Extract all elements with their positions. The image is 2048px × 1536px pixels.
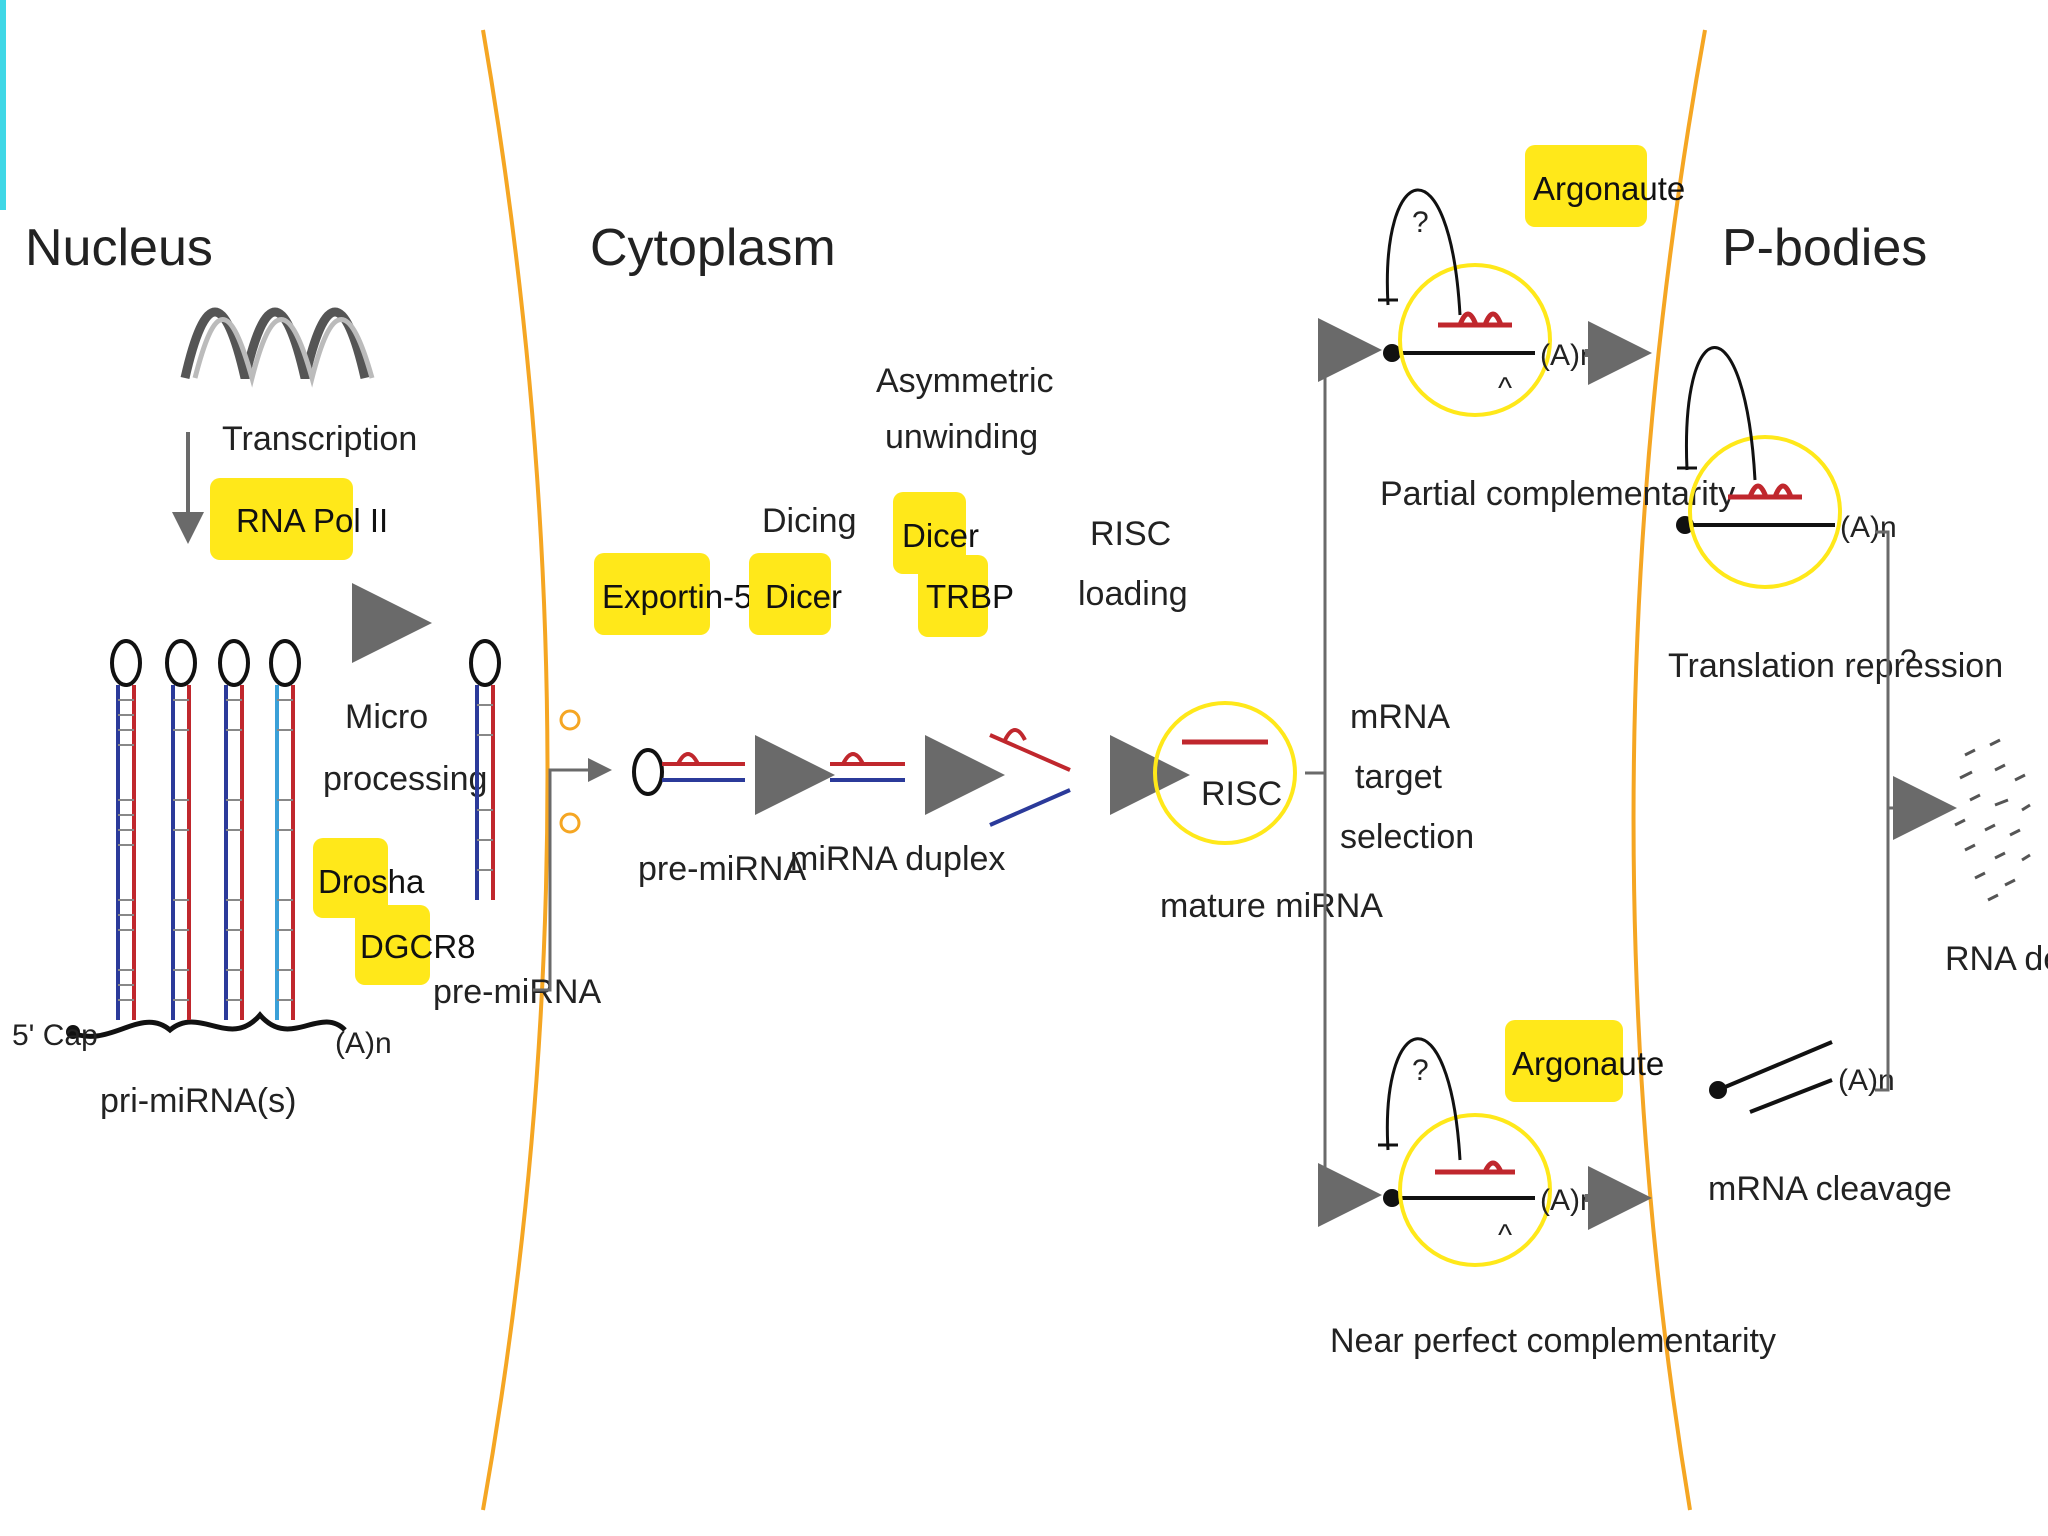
nuclear-membrane	[481, 29, 550, 1511]
near-perfect-question-mark: ?	[1412, 1054, 1429, 1087]
near-perfect-caret: ^	[1498, 1219, 1512, 1252]
cytoplasm-title: Cytoplasm	[590, 219, 836, 277]
repression-feedback-loop	[1684, 346, 1757, 481]
partial-argonaute-circle	[1398, 263, 1552, 417]
dna-helix-icon	[180, 307, 375, 388]
dicer-label-2: Dicer	[902, 517, 979, 554]
dgcr8-label: DGCR8	[360, 928, 476, 965]
rna-pol-ii-highlight	[210, 478, 353, 560]
partial-feedback-loop	[1385, 188, 1462, 316]
partial-mirna-binding	[1438, 311, 1512, 328]
dicer-highlight-1	[749, 553, 831, 635]
pre-mirna-label-cytoplasm: pre-miRNA	[638, 850, 806, 888]
mrna-cleavage-label: mRNA cleavage	[1708, 1170, 1952, 1208]
near-perfect-mirna-binding	[1435, 1160, 1515, 1175]
pbodies-title: P-bodies	[1722, 219, 1927, 277]
dgcr8-highlight	[355, 905, 430, 985]
transcription-label: Transcription	[222, 420, 417, 458]
pri-mirna-label: pri-miRNA(s)	[100, 1082, 296, 1120]
target-label-2: target	[1355, 758, 1442, 796]
near-perfect-argonaute-circle	[1398, 1113, 1552, 1267]
risc-complex-circle	[1153, 701, 1297, 845]
asymmetric-label: Asymmetric	[876, 362, 1054, 400]
dicing-label: Dicing	[762, 502, 856, 540]
pri-mirna-hairpins	[66, 639, 347, 1039]
partial-caret: ^	[1498, 372, 1512, 405]
mature-mirna-label: mature miRNA	[1160, 887, 1383, 925]
drosha-label: Drosha	[318, 863, 425, 900]
trbp-highlight	[918, 555, 988, 637]
export-connector	[533, 758, 612, 992]
target-selection-bracket	[1305, 348, 1345, 1197]
risc-loading-label-1: RISC	[1090, 515, 1171, 553]
argonaute-label-2: Argonaute	[1512, 1045, 1664, 1082]
pbody-membrane	[1631, 29, 1707, 1511]
repression-argonaute-circle	[1688, 435, 1842, 589]
cleavage-fragment-2	[1749, 1078, 1833, 1114]
exportin-5-highlight	[594, 553, 710, 635]
translation-repression-label: Translation repression	[1668, 647, 2003, 685]
near-perfect-feedback-loop	[1385, 1037, 1462, 1161]
argonaute-label-1: Argonaute	[1533, 170, 1685, 207]
micro-label: Micro	[345, 698, 428, 736]
five-cap-label: 5' Cap	[12, 1019, 98, 1052]
risc-loading-label-2: loading	[1078, 575, 1188, 613]
rna-pol-ii-label: RNA Pol II	[236, 502, 388, 539]
drosha-highlight	[313, 838, 388, 918]
poly-a-label-nucleus: (A)n	[335, 1027, 392, 1060]
near-perfect-complementarity-label: Near perfect complementarity	[1330, 1322, 1776, 1360]
dicer-label-1: Dicer	[765, 578, 842, 615]
nuclear-pore-top	[559, 709, 581, 731]
decay-question-mark: ?	[1900, 644, 1917, 677]
repression-mirna-binding	[1728, 483, 1802, 500]
nucleus-title: Nucleus	[25, 219, 213, 277]
trbp-label: TRBP	[926, 578, 1014, 615]
processing-label: processing	[323, 760, 487, 798]
argonaute-highlight-1	[1525, 145, 1647, 227]
nuclear-pore-bottom	[559, 812, 581, 834]
pre-mirna-cytoplasm	[632, 748, 745, 796]
unwinding-label: unwinding	[885, 418, 1038, 456]
mirna-duplex-label: miRNA duplex	[790, 840, 1005, 878]
dicer-highlight-2	[893, 492, 966, 574]
cleavage-fragment-1	[1717, 1040, 1833, 1092]
partial-question-mark: ?	[1412, 206, 1429, 239]
rna-decay-label: RNA decay	[1945, 940, 2048, 978]
target-label-1: mRNA	[1350, 698, 1450, 736]
risc-label: RISC	[1201, 775, 1282, 813]
mirna-duplex-icon	[830, 752, 905, 782]
unwound-strands-icon	[989, 728, 1071, 827]
pre-mirna-hairpin-nucleus	[469, 639, 501, 900]
rna-fragments-icon	[1954, 738, 2031, 902]
pre-mirna-label-nucleus: pre-miRNA	[433, 973, 601, 1011]
argonaute-highlight-2	[1505, 1020, 1623, 1102]
target-label-3: selection	[1340, 818, 1474, 856]
cleavage-poly-a-label: (A)n	[1838, 1064, 1895, 1097]
partial-complementarity-label: Partial complementarity	[1380, 475, 1735, 513]
exportin-5-label: Exportin-5	[602, 578, 752, 615]
